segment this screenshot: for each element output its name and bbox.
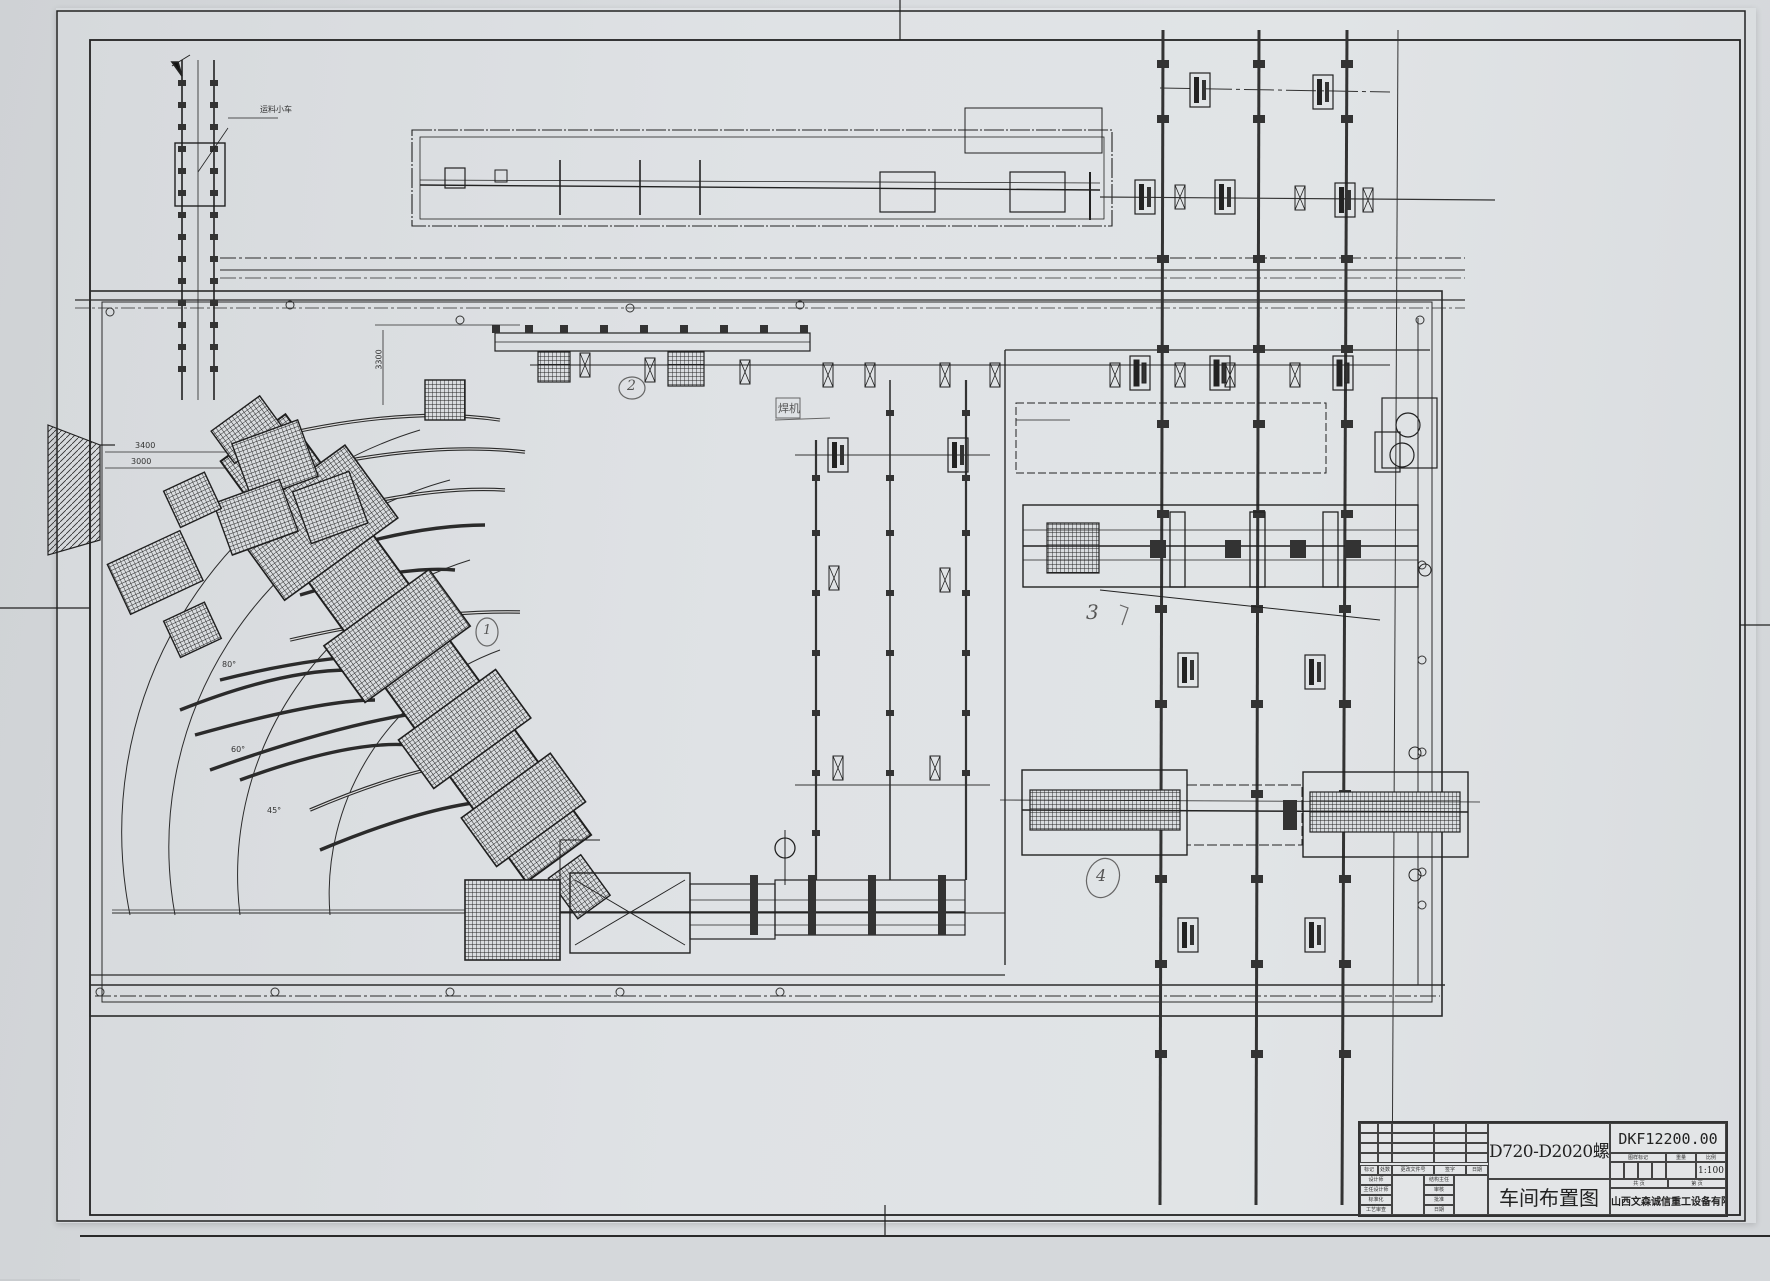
label-standardization: 标准化 <box>1360 1195 1392 1205</box>
mark-cell <box>1610 1162 1624 1179</box>
handwritten-marker-1: 1 <box>483 623 492 638</box>
label-ratio: 比例 <box>1696 1153 1726 1162</box>
bottom-output-line <box>464 830 966 961</box>
title-block: 标记 处数 更改文件号 签字 日期 设计师 主任设计师 标准化 工艺审查 结构主… <box>1358 1121 1728 1217</box>
rev-cell <box>1392 1133 1434 1143</box>
angle-60: 60° <box>231 745 246 754</box>
line-3-machine <box>1022 504 1432 621</box>
dimension-3300: 3300 <box>374 349 384 370</box>
label-review: 审核 <box>1424 1185 1454 1195</box>
label-change-doc: 更改文件号 <box>1392 1165 1434 1175</box>
lower-sheet-edge <box>80 1235 1770 1281</box>
handwritten-note: 焊机 <box>778 402 800 415</box>
central-bay-stands <box>827 437 969 781</box>
building-outline <box>75 257 1465 1017</box>
sheet-border <box>0 0 1770 1235</box>
scale-value: 1:100 <box>1696 1162 1726 1179</box>
rev-cell <box>1434 1133 1466 1143</box>
rev-cell <box>1434 1123 1466 1133</box>
drawing-number: DKF12200.00 <box>1610 1123 1726 1153</box>
handwritten-marker-3: 3 <box>1086 600 1099 624</box>
label-date2: 日期 <box>1424 1205 1454 1215</box>
label-date: 日期 <box>1466 1165 1488 1175</box>
label-drawing-mark: 图样标记 <box>1610 1153 1666 1162</box>
angle-45: 45° <box>267 806 282 815</box>
line-4-machine <box>999 746 1481 882</box>
mark-cell <box>1652 1162 1666 1179</box>
handwritten-marker-4: 4 <box>1096 866 1107 885</box>
rev-cell <box>1466 1133 1488 1143</box>
top-conveyor-line <box>411 107 1113 227</box>
project-title: D720-D2020螺旋焊管机组 <box>1488 1123 1610 1179</box>
upper-transfer-line <box>492 325 1390 391</box>
mark-cell <box>1638 1162 1652 1179</box>
handwritten-markers <box>475 376 1129 899</box>
material-cart-label: 运料小车 <box>260 105 292 114</box>
label-chief-designer: 主任设计师 <box>1360 1185 1392 1195</box>
label-structure-chief: 结构主任 <box>1424 1175 1454 1185</box>
coil-loading-hopper <box>47 424 115 556</box>
rev-cell <box>1392 1123 1434 1133</box>
rev-cell <box>1360 1143 1378 1153</box>
label-count: 处数 <box>1378 1165 1392 1175</box>
rev-cell <box>1466 1143 1488 1153</box>
rev-cell <box>1434 1153 1466 1163</box>
rev-cell <box>1466 1153 1488 1163</box>
rev-cell <box>1378 1133 1392 1143</box>
rev-cell <box>1378 1153 1392 1163</box>
label-sheet-no: 第 页 <box>1668 1179 1726 1188</box>
right-bay-upper <box>1015 397 1438 474</box>
sheet-title: 车间布置图 <box>1488 1179 1610 1215</box>
dimension-3400: 3400 <box>135 441 156 450</box>
company-name: 山西文森诚信重工设备有限公司 <box>1610 1188 1726 1215</box>
rev-cell <box>1360 1133 1378 1143</box>
label-weight: 重量 <box>1666 1153 1696 1162</box>
rev-cell <box>1466 1123 1488 1133</box>
mark-cell <box>1624 1162 1638 1179</box>
signature-field <box>1454 1175 1488 1215</box>
signature-field <box>1392 1175 1424 1215</box>
rev-cell <box>1360 1123 1378 1133</box>
coil-uncoilers <box>106 379 466 659</box>
handwritten-marker-2: 2 <box>627 378 636 394</box>
top-right-stands <box>1134 72 1374 218</box>
rev-cell <box>1360 1153 1378 1163</box>
rev-cell <box>1434 1143 1466 1153</box>
rev-cell <box>1378 1123 1392 1133</box>
rev-cell <box>1392 1143 1434 1153</box>
label-signature: 签字 <box>1434 1165 1466 1175</box>
rev-cell <box>1378 1143 1392 1153</box>
weight-value <box>1666 1162 1696 1179</box>
rev-cell <box>1392 1153 1434 1163</box>
label-process-review: 工艺审查 <box>1360 1205 1392 1215</box>
label-approve: 批准 <box>1424 1195 1454 1205</box>
label-total-sheets: 共 页 <box>1610 1179 1668 1188</box>
label-mark: 标记 <box>1360 1165 1378 1175</box>
label-designer: 设计师 <box>1360 1175 1392 1185</box>
angle-80: 80° <box>222 660 237 669</box>
dimension-3000: 3000 <box>131 457 152 466</box>
runout-rails <box>1099 29 1496 1216</box>
material-cart-rails <box>170 54 278 400</box>
